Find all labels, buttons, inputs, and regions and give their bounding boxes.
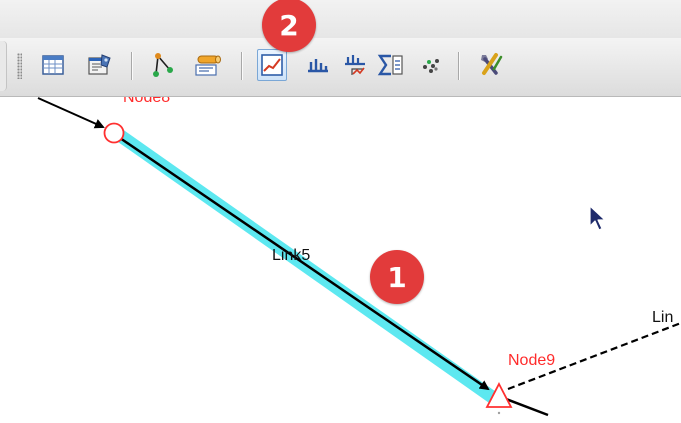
network-branch-icon [153,53,173,77]
properties-button[interactable] [85,49,115,81]
callout-badge-1: 1 [370,250,424,304]
profile-plot-icon [308,59,328,73]
node9-label: Node9 [508,352,556,369]
summary-icon [377,54,403,76]
partial-link-label: Lin [652,309,674,326]
profile-graph-button[interactable] [340,49,370,81]
toolbar [0,38,681,97]
pipe-query-button[interactable] [193,49,223,81]
node8-symbol[interactable] [103,122,125,144]
tools-options-icon [481,53,503,75]
incoming-link[interactable] [37,97,105,129]
summary-button[interactable] [376,49,406,81]
network-branch-button[interactable] [148,49,178,81]
toolbar-separator [241,52,243,80]
toolbar-edge [0,41,7,91]
mouse-pointer-icon [589,205,606,231]
pipe-query-icon [195,55,221,76]
table-button[interactable] [38,49,68,81]
partial-link-line[interactable] [507,321,681,391]
link5-label: Link5 [272,247,311,264]
link5[interactable] [119,136,490,391]
toolbar-grip[interactable] [17,53,22,79]
map-canvas[interactable]: Node8 Link5 Node9 Lin [0,97,681,423]
toolbar-separator [458,52,460,80]
node9-center-dot [497,411,501,415]
tools-options-button[interactable] [475,49,505,81]
node8-label: Node8 [123,97,171,106]
graph-chart-icon [261,54,283,76]
graph-chart-button[interactable] [257,49,287,81]
profile-graph-icon [345,55,365,75]
scatter-dots-icon [423,59,439,73]
callout-badge-2: 2 [262,0,316,52]
toolbar-separator [131,52,133,80]
window-top-bar [0,0,681,38]
outgoing-link[interactable] [505,397,549,417]
node9-symbol[interactable] [485,382,513,408]
scatter-dots-button[interactable] [416,49,446,81]
table-icon [42,55,64,75]
profile-plot-button[interactable] [303,49,333,81]
properties-icon [88,54,111,75]
